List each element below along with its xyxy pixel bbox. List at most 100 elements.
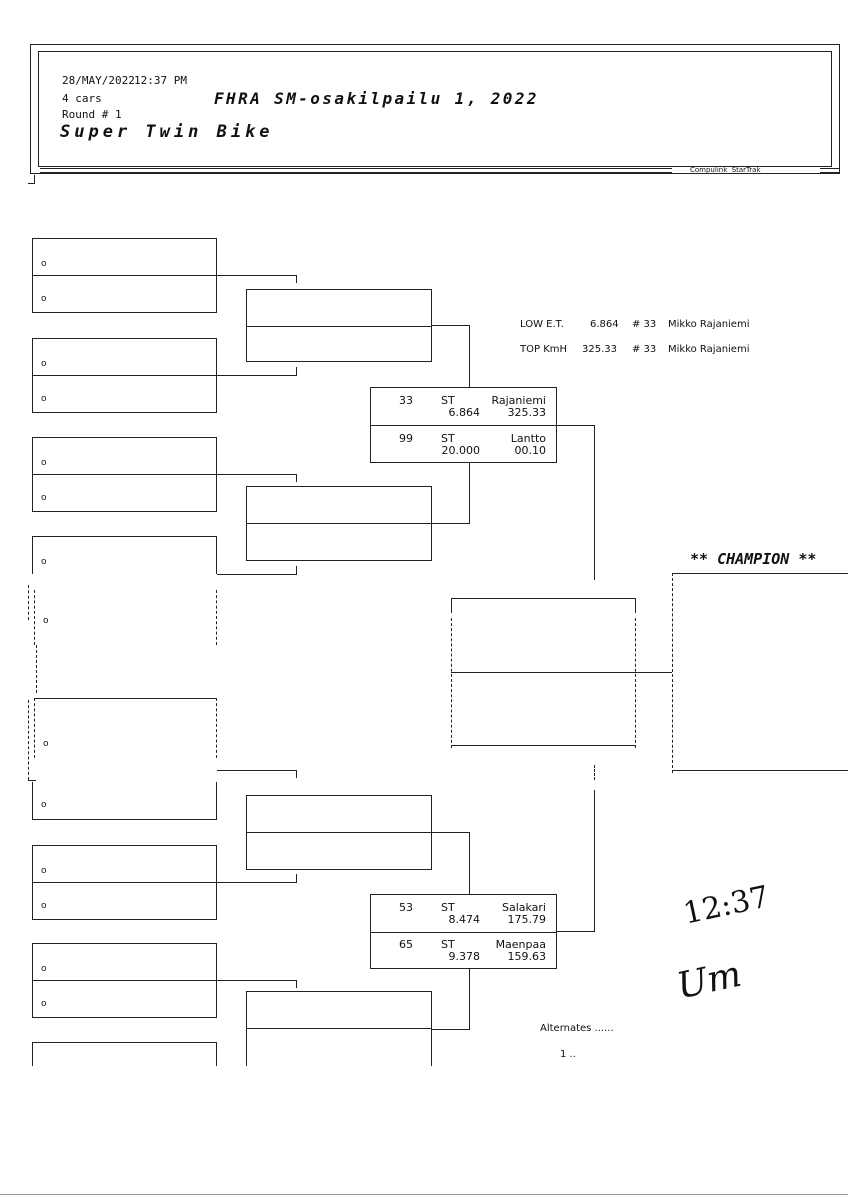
lane2-speed: 159.63 — [507, 950, 547, 963]
slot-marker: o — [41, 866, 47, 876]
slot-marker: o — [41, 458, 47, 468]
slot-11: o — [32, 845, 217, 883]
header-frame — [30, 44, 840, 174]
top-speed-label: TOP KmH — [520, 344, 568, 355]
slot-15 — [32, 1042, 217, 1066]
slot-6: o — [32, 474, 217, 512]
slot-marker: o — [41, 999, 47, 1009]
final-side — [635, 598, 636, 613]
header-time: 12:37 PM — [134, 74, 187, 87]
brand-rule-left — [40, 168, 672, 169]
slot-3: o — [32, 338, 217, 376]
lane1-speed: 175.79 — [507, 913, 547, 926]
r2-slot-3 — [246, 486, 432, 524]
header-cars: 4 cars — [62, 92, 102, 105]
connector — [469, 968, 470, 1029]
slot-marker: o — [41, 493, 47, 503]
low-et-label: LOW E.T. — [520, 319, 564, 330]
slot-1: o — [32, 238, 217, 276]
dash-mark — [28, 585, 29, 620]
connector — [557, 425, 595, 426]
connector — [217, 275, 297, 276]
connector — [557, 931, 595, 932]
corner-mark — [28, 175, 35, 184]
connector — [594, 790, 595, 932]
final-divider — [451, 672, 636, 673]
pair-divider — [371, 932, 556, 933]
page-bottom-rule — [0, 1194, 848, 1195]
connector — [296, 474, 297, 482]
brand-rule-right-2 — [820, 172, 840, 173]
top-speed-car: # 33 — [632, 344, 657, 355]
handwritten-signature: Um — [673, 953, 746, 1008]
final-bottom — [451, 745, 636, 746]
final-side — [635, 618, 636, 748]
alternates-first: 1 .. — [560, 1049, 576, 1060]
lane1-et: 8.474 — [448, 913, 481, 926]
lane2-et: 20.000 — [441, 444, 481, 457]
pair-top: 33 ST Rajaniemi 6.864 325.33 99 ST Lantt… — [370, 387, 557, 463]
r2-slot-4 — [246, 523, 432, 561]
slot-marker: o — [41, 964, 47, 974]
lane1-class: ST — [441, 901, 455, 914]
low-et-driver: Mikko Rajaniemi — [668, 319, 750, 330]
header-round: Round # 1 — [62, 108, 122, 121]
slot-marker: o — [41, 394, 47, 404]
connector — [432, 523, 470, 524]
lane2-number: 65 — [399, 938, 413, 951]
slot-marker: o — [41, 259, 47, 269]
connector — [469, 462, 470, 523]
final-top — [451, 598, 636, 599]
r2-slot-5 — [246, 795, 432, 833]
champion-side — [672, 573, 673, 773]
connector — [217, 574, 297, 575]
low-et-car: # 33 — [632, 319, 657, 330]
low-et-value: 6.864 — [590, 319, 619, 330]
lane2-number: 99 — [399, 432, 413, 445]
header-inner-frame — [38, 51, 832, 167]
lane1-et: 6.864 — [448, 406, 481, 419]
r2-slot-6 — [246, 832, 432, 870]
connector — [594, 765, 595, 780]
lane2-name: Lantto — [510, 432, 546, 445]
connector — [217, 474, 297, 475]
handwritten-time: 12:37 — [680, 879, 773, 932]
connector — [469, 832, 470, 894]
brand-rule-right — [820, 168, 840, 169]
r2-slot-2 — [246, 326, 432, 362]
connector — [296, 980, 297, 988]
connector — [217, 770, 297, 771]
dash-mark — [28, 700, 29, 780]
connector — [296, 367, 297, 375]
connector — [296, 874, 297, 882]
slot-14: o — [32, 980, 217, 1018]
software-brand: Compulink StarTrak — [690, 166, 761, 174]
champion-bottom — [672, 770, 848, 771]
top-speed-driver: Mikko Rajaniemi — [668, 344, 750, 355]
slot-marker: o — [43, 616, 49, 626]
slot-marker: o — [41, 557, 47, 567]
connector — [469, 325, 470, 387]
lane2-name: Maenpaa — [495, 938, 546, 951]
r2-slot-7 — [246, 991, 432, 1029]
dash-mark — [36, 645, 37, 693]
slot-7: o — [32, 536, 217, 574]
brand-rule-left-2 — [40, 172, 672, 173]
pair-divider — [371, 425, 556, 426]
event-title: FHRA SM-osakilpailu 1, 2022 — [214, 89, 539, 108]
lane2-class: ST — [441, 432, 455, 445]
slot-marker: o — [41, 294, 47, 304]
champion-label: ** CHAMPION ** — [690, 550, 817, 568]
lane2-class: ST — [441, 938, 455, 951]
slot-marker: o — [41, 800, 47, 810]
slot-4: o — [32, 375, 217, 413]
connector — [432, 325, 470, 326]
class-name: Super Twin Bike — [60, 122, 274, 142]
connector — [432, 1029, 470, 1030]
slot-5: o — [32, 437, 217, 475]
slot-9: o — [34, 698, 217, 758]
dash-mark — [28, 780, 36, 781]
slot-marker: o — [41, 901, 47, 911]
lane1-number: 33 — [399, 394, 413, 407]
lane2-speed: 00.10 — [514, 444, 547, 457]
